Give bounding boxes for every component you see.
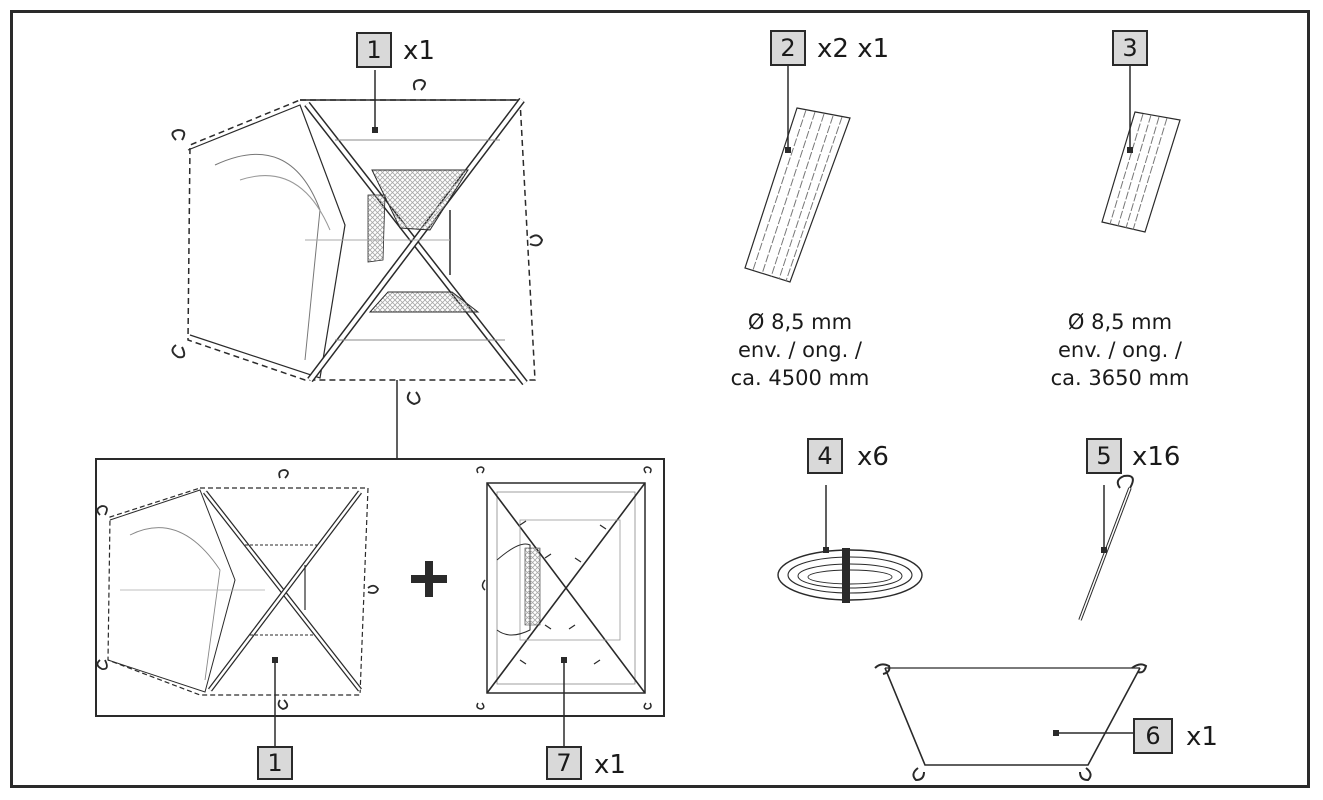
part-7-number-box: 7 xyxy=(546,746,582,780)
part-2-length: ca. 4500 mm xyxy=(700,364,900,392)
guy-rope-coil-illustration xyxy=(778,485,922,603)
part-2-number-box: 2 xyxy=(770,30,806,66)
part-3-spec: Ø 8,5 mm env. / ong. / ca. 3650 mm xyxy=(1020,308,1220,392)
part-3-length: ca. 3650 mm xyxy=(1020,364,1220,392)
tent-illustration-main xyxy=(172,70,542,404)
part-1-qty: x1 xyxy=(403,38,435,64)
part-2-diameter: Ø 8,5 mm xyxy=(700,308,900,336)
part-1-number-box: 1 xyxy=(356,32,392,68)
part-5-qty: x16 xyxy=(1132,444,1180,470)
part-4-qty: x6 xyxy=(857,444,889,470)
plus-sign xyxy=(411,561,447,597)
part-2-qty: x2 x1 xyxy=(817,36,889,62)
pole-bundle-short-illustration xyxy=(1102,65,1180,232)
part-6-qty: x1 xyxy=(1186,724,1218,750)
tent-peg-illustration xyxy=(1080,476,1133,620)
inner-tent-7-illustration xyxy=(477,467,651,748)
part-2-lang-codes: env. / ong. / xyxy=(700,336,900,364)
part-6-number-box: 6 xyxy=(1133,718,1173,754)
part-7-qty: x1 xyxy=(594,752,626,778)
part-3-number-box: 3 xyxy=(1112,30,1148,66)
part-3-lang-codes: env. / ong. / xyxy=(1020,336,1220,364)
part-5-number-box: 5 xyxy=(1086,438,1122,474)
footprint-frame-illustration xyxy=(875,664,1146,780)
part-3-diameter: Ø 8,5 mm xyxy=(1020,308,1220,336)
part-2-spec: Ø 8,5 mm env. / ong. / ca. 4500 mm xyxy=(700,308,900,392)
part-4-number-box: 4 xyxy=(807,438,843,474)
pole-bundle-long-illustration xyxy=(745,65,850,282)
inner-part-1-number-box: 1 xyxy=(257,746,293,780)
inner-tent-illustration xyxy=(97,470,378,748)
subassembly-box xyxy=(96,459,664,716)
